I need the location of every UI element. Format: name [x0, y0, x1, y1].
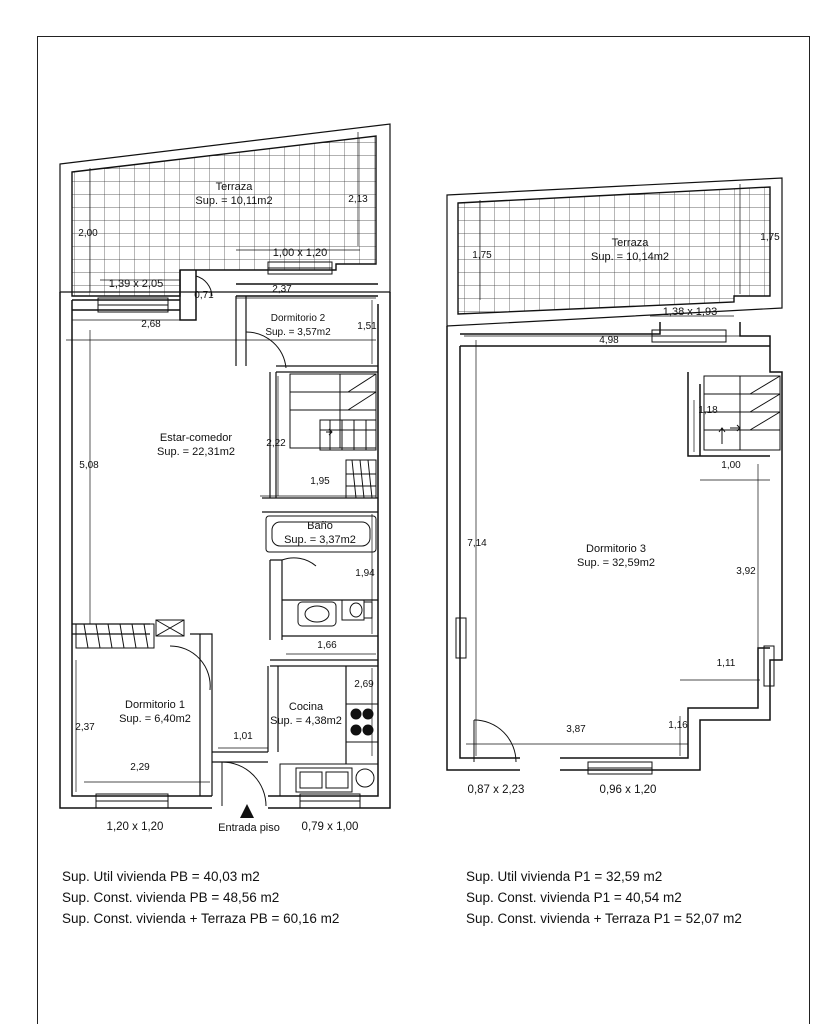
first-floor-plan	[446, 177, 783, 775]
ff-dormitorio3-name: Dormitorio 3	[586, 543, 646, 555]
dim-text: 2,22	[266, 438, 286, 449]
dim-text: 4,98	[599, 335, 619, 346]
dim-text: 2,29	[130, 762, 150, 773]
dim-text: 0,79 x 1,00	[302, 821, 359, 833]
dim-text: 1,20 x 1,20	[107, 821, 164, 833]
dim-text: 7,14	[467, 538, 487, 549]
dim-text: 1,00	[721, 460, 741, 471]
summary-line: Sup. Const. vivienda PB = 48,56 m2	[62, 890, 280, 905]
dim-text: 2,00	[78, 228, 98, 239]
gf-labels: Terraza Sup. = 10,11m2 Dormitorio 2 Sup.…	[119, 181, 356, 834]
ff-dimension-lines	[464, 184, 770, 756]
dim-text: 3,87	[566, 724, 586, 735]
gf-kitchen-fixtures	[279, 703, 379, 797]
ground-floor-plan	[59, 123, 391, 818]
gf-dormitorio1-name: Dormitorio 1	[125, 699, 185, 711]
ff-labels: Terraza Sup. = 10,14m2 Dormitorio 3 Sup.…	[577, 237, 669, 569]
dim-text: 1,94	[355, 568, 375, 579]
dim-text: 1,95	[310, 476, 330, 487]
dim-text: 3,92	[736, 566, 756, 577]
gf-dormitorio2-name: Dormitorio 2	[271, 313, 326, 324]
gf-cocina-name: Cocina	[289, 701, 324, 713]
dim-text: 1,18	[698, 405, 718, 416]
gf-estar-area: Sup. = 22,31m2	[157, 446, 235, 458]
gf-doors	[169, 275, 317, 807]
summary-first-floor: Sup. Util vivienda P1 = 32,59 m2 Sup. Co…	[466, 866, 742, 929]
gf-dormitorio1-area: Sup. = 6,40m2	[119, 713, 191, 725]
dim-text: 1,39 x 2,05	[109, 278, 163, 290]
gf-terraza-name: Terraza	[216, 181, 254, 193]
dim-text: 2,69	[354, 679, 374, 690]
summary-line: Sup. Util vivienda PB = 40,03 m2	[62, 869, 260, 884]
sheet-border	[37, 36, 810, 1029]
dim-text: 0,87 x 2,23	[468, 784, 525, 796]
dim-text: 1,66	[317, 640, 337, 651]
dim-text: 2,13	[348, 194, 368, 205]
ff-doors	[473, 719, 517, 763]
dim-text: 2,37	[75, 722, 95, 733]
gf-dimension-lines	[66, 132, 376, 792]
dim-text: 0,71	[194, 290, 214, 301]
dim-text: 2,68	[141, 319, 161, 330]
dim-text: 1,11	[717, 658, 736, 669]
dim-text: 1,16	[668, 720, 688, 731]
ff-terrace	[446, 177, 783, 327]
gf-terrace	[59, 123, 391, 297]
gf-bano-name: Baño	[307, 520, 333, 532]
dim-text: 5,08	[79, 460, 99, 471]
summary-line: Sup. Const. vivienda P1 = 40,54 m2	[466, 890, 682, 905]
dim-text: 1,00 x 1,20	[273, 247, 327, 259]
gf-bano-area: Sup. = 3,37m2	[284, 534, 356, 546]
gf-terraza-area: Sup. = 10,11m2	[195, 195, 272, 207]
entrance-arrow-icon	[240, 804, 254, 818]
summary-line: Sup. Const. vivienda + Terraza PB = 60,1…	[62, 911, 340, 926]
summary-line: Sup. Util vivienda P1 = 32,59 m2	[466, 869, 663, 884]
dim-text: 1,01	[233, 731, 253, 742]
dim-text: 2,37	[272, 284, 292, 295]
ff-dimension-texts: 1,75 1,75 1,38 x 1,93 4,98 1,18 1,00 7,1…	[467, 232, 780, 796]
ff-stair	[703, 375, 781, 451]
ff-dormitorio3-area: Sup. = 32,59m2	[577, 557, 655, 569]
gf-entrance-label: Entrada piso	[218, 822, 280, 834]
summary-ground-floor: Sup. Util vivienda PB = 40,03 m2 Sup. Co…	[62, 866, 339, 929]
ff-terraza-area: Sup. = 10,14m2	[591, 251, 669, 263]
gf-dimension-texts: 2,13 2,00 1,00 x 1,20 1,39 x 2,05 0,71 2…	[75, 194, 377, 833]
dim-text: 1,75	[760, 232, 780, 243]
gf-estar-name: Estar-comedor	[160, 432, 232, 444]
dim-text: 1,38 x 1,93	[663, 306, 717, 318]
dim-text: 1,51	[357, 321, 377, 332]
dim-text: 0,96 x 1,20	[600, 784, 657, 796]
gf-cocina-area: Sup. = 4,38m2	[270, 715, 342, 727]
summary-line: Sup. Const. vivienda + Terraza P1 = 52,0…	[466, 911, 742, 926]
gf-dormitorio2-area: Sup. = 3,57m2	[265, 327, 331, 338]
dim-text: 1,75	[472, 250, 492, 261]
gf-bath-fixtures	[265, 515, 377, 627]
ff-terraza-name: Terraza	[612, 237, 650, 249]
gf-stair	[289, 373, 377, 499]
gf-windows	[95, 261, 361, 809]
gf-wardrobes	[75, 619, 185, 649]
